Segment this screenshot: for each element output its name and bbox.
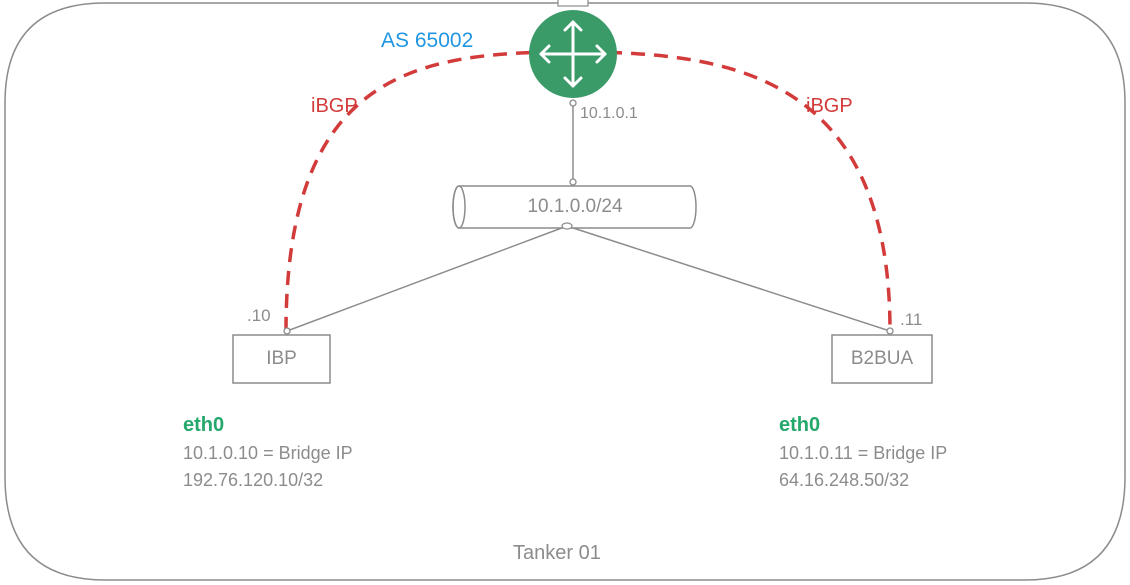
network-ibp-link [286, 225, 568, 332]
as-number-label: AS 65002 [381, 29, 474, 52]
b2bua-node-label: B2BUA [850, 348, 914, 369]
ibp-node-box [232, 334, 331, 384]
ibp-host-suffix: .10 [247, 306, 271, 325]
ibp-node-label: IBP [266, 348, 297, 369]
network-b2bua-link [566, 225, 891, 332]
router-port-dot [569, 99, 577, 107]
ibgp-left-label: iBGP [311, 95, 358, 117]
router-top-box [557, 0, 589, 7]
ibp-iface-name: eth0 [183, 414, 225, 436]
network-segment-icon [452, 185, 697, 229]
network-subnet-label: 10.1.0.0/24 [527, 196, 623, 217]
b2bua-node-box [831, 334, 933, 384]
ibgp-right-label: iBGP [806, 95, 853, 117]
router-icon [529, 10, 617, 98]
region-label: Tanker 01 [513, 542, 601, 564]
network-bottom-port [561, 222, 573, 230]
tanker-region-outline [4, 2, 1126, 581]
b2bua-host-suffix: .11 [900, 310, 923, 329]
ibp-iface-public-ip: 192.76.120.10/32 [183, 470, 324, 490]
router-interface-ip: 10.1.0.1 [580, 105, 638, 122]
ibp-iface-bridge-ip: 10.1.0.10 = Bridge IP [183, 443, 353, 463]
network-top-port-dot [569, 178, 577, 186]
b2bua-iface-public-ip: 64.16.248.50/32 [779, 470, 910, 490]
b2bua-port-dot [886, 327, 894, 335]
b2bua-iface-bridge-ip: 10.1.0.11 = Bridge IP [779, 443, 948, 463]
ibp-port-dot [283, 327, 291, 335]
b2bua-iface-name: eth0 [779, 414, 821, 436]
